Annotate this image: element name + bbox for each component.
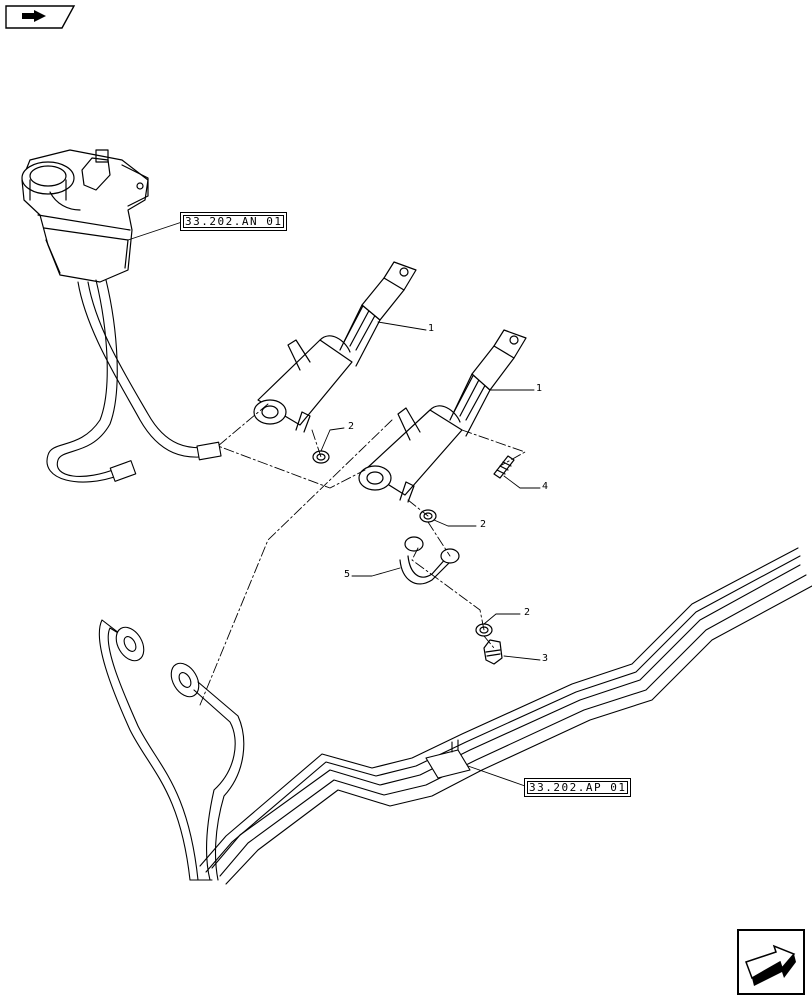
ref-box-tank[interactable]: 33.202.AN 01 bbox=[180, 212, 288, 231]
master-cylinder-lower bbox=[358, 329, 527, 503]
fluid-reservoir bbox=[21, 149, 149, 283]
forward-arrow-icon bbox=[737, 929, 805, 995]
callout-5: 5 bbox=[344, 569, 351, 580]
callout-1-lower: 1 bbox=[536, 383, 543, 394]
hydraulic-pipes bbox=[98, 547, 812, 885]
forward-nav-button[interactable] bbox=[736, 928, 806, 996]
banjo-bolt-part bbox=[483, 639, 503, 665]
back-nav-button[interactable] bbox=[4, 4, 76, 30]
bolt-part bbox=[493, 455, 515, 479]
assembly-lines bbox=[199, 403, 526, 706]
callout-2-lower: 2 bbox=[524, 607, 531, 618]
bridge-pipe bbox=[399, 536, 460, 585]
callout-2-upper: 2 bbox=[348, 421, 355, 432]
ref-box-pipe[interactable]: 33.202.AP 01 bbox=[524, 778, 632, 797]
callout-1-upper: 1 bbox=[428, 323, 435, 334]
callout-2-middle: 2 bbox=[480, 519, 487, 530]
leader-lines bbox=[127, 221, 541, 787]
reservoir-hoses bbox=[46, 279, 222, 483]
callout-3: 3 bbox=[542, 653, 549, 664]
callout-4: 4 bbox=[542, 481, 549, 492]
master-cylinder-upper bbox=[253, 261, 417, 433]
back-arrow-icon bbox=[5, 5, 76, 29]
